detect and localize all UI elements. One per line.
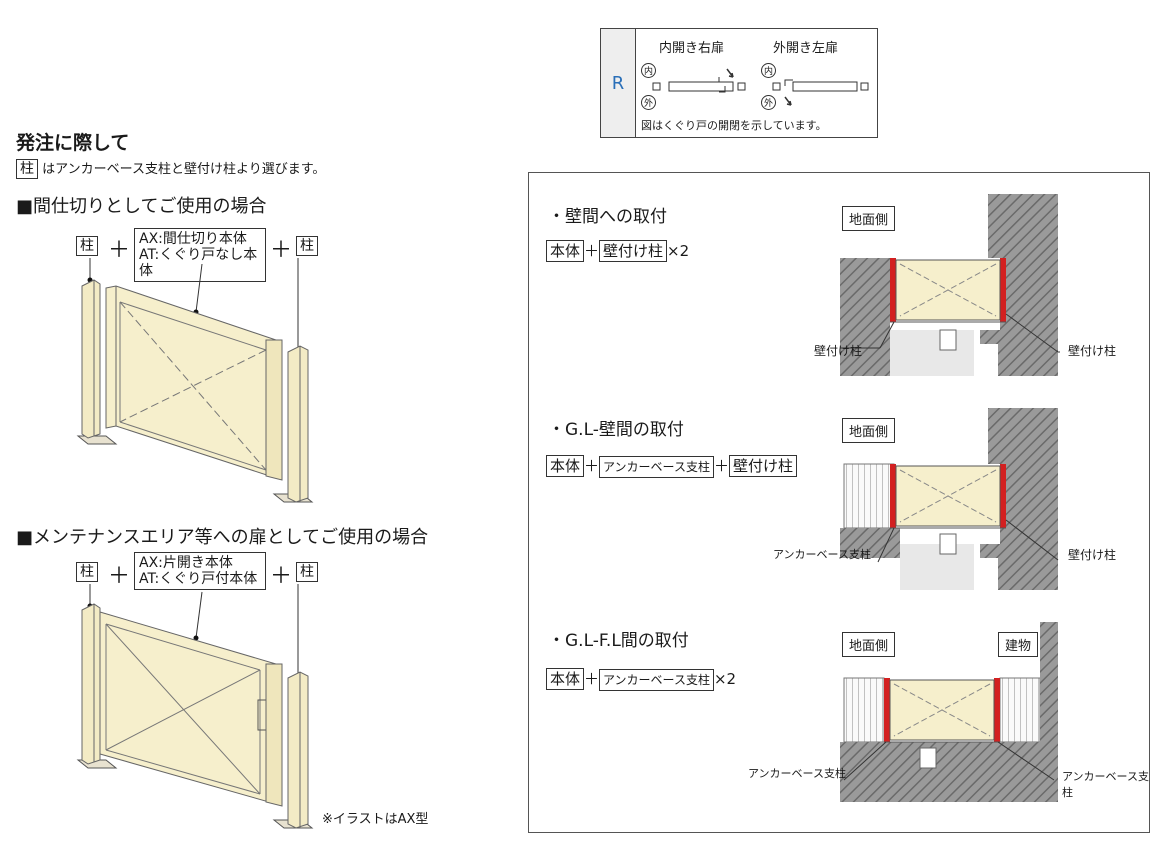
section1-title: ■間仕切りとしてご使用の場合	[16, 196, 267, 217]
wall-formula-plus: ＋	[584, 242, 600, 260]
legend-door-diagram	[652, 68, 869, 106]
gl-wall-plan-diagram	[840, 408, 1059, 590]
section2-body-line1: AX:片開き本体	[139, 555, 233, 571]
gl-fl-callout-right: アンカーベース支柱	[1062, 770, 1150, 799]
section2-door-illustration	[76, 584, 314, 829]
order-desc-text: はアンカーベース支柱と壁付け柱より選びます。	[42, 162, 326, 177]
section2-post-right: 柱	[296, 562, 318, 582]
section1-plus-1: ＋	[108, 238, 131, 263]
section2-body-line2: AT:くぐり戸付本体	[139, 571, 258, 587]
illustration-note: ※イラストはAX型	[322, 812, 429, 827]
gl-wall-formula: 本体＋アンカーベース支柱＋壁付け柱	[546, 455, 797, 478]
gl-wall-ground-side-tag: 地面側	[842, 418, 896, 443]
wall-callout-left: 壁付け柱	[814, 344, 863, 358]
legend-note: 図はくぐり戸の開閉を示しています。	[641, 119, 827, 132]
section1-post-right: 柱	[296, 236, 318, 256]
section1-body-label: AX:間仕切り本体 AT:くぐり戸なし本体	[134, 228, 266, 282]
legend-inside-mark-1: 内	[641, 63, 656, 78]
legend-inside-mark-2: 内	[761, 63, 776, 78]
opening-legend: R 内開き右扉 外開き左扉 内 外 内 外 図はくぐり戸の開閉を示しています。	[600, 28, 878, 138]
gl-fl-plan-diagram	[840, 622, 1058, 802]
section1-post-left: 柱	[76, 236, 98, 256]
gl-wall-formula-anchor-post: アンカーベース支柱	[599, 456, 714, 478]
gl-wall-callout-right: 壁付け柱	[1068, 548, 1117, 562]
post-tag: 柱	[16, 159, 38, 179]
section1-body-line2: AT:くぐり戸なし本体	[139, 247, 258, 279]
gl-wall-formula-plus-1: ＋	[584, 457, 600, 475]
gl-wall-formula-wall-post: 壁付け柱	[728, 455, 797, 477]
gl-fl-formula-body: 本体	[546, 668, 585, 690]
section2-body-label: AX:片開き本体 AT:くぐり戸付本体	[134, 552, 266, 590]
wall-formula-wall-post: 壁付け柱	[599, 240, 668, 262]
section2-plus-2: ＋	[270, 564, 293, 589]
gl-fl-callout-left: アンカーベース支柱	[748, 767, 847, 780]
legend-side-label: R	[601, 29, 636, 137]
gl-fl-building-tag: 建物	[998, 632, 1039, 657]
gl-fl-title: ・G.L-F.L間の取付	[548, 631, 689, 651]
gl-fl-formula-anchor-post: アンカーベース支柱	[599, 669, 714, 691]
section1-partition-illustration	[76, 258, 314, 503]
gl-wall-callout-left: アンカーベース支柱	[773, 548, 872, 561]
legend-outside-mark-1: 外	[641, 95, 656, 110]
wall-callout-right: 壁付け柱	[1068, 344, 1117, 358]
section1-plus-2: ＋	[270, 238, 293, 263]
gl-fl-formula-plus: ＋	[584, 670, 600, 688]
wall-install-title: ・壁間への取付	[548, 207, 667, 227]
gl-wall-formula-body: 本体	[546, 455, 585, 477]
gl-wall-title: ・G.L-壁間の取付	[548, 420, 684, 440]
installation-panel	[528, 172, 1150, 833]
gl-fl-formula: 本体＋アンカーベース支柱×2	[546, 668, 736, 691]
section1-body-line1: AX:間仕切り本体	[139, 231, 247, 247]
wall-formula-body: 本体	[546, 240, 585, 262]
legend-outer-left-label: 外開き左扉	[773, 41, 839, 56]
order-heading: 発注に際して	[16, 132, 130, 154]
gl-fl-formula-times: ×2	[713, 670, 737, 688]
legend-outside-mark-2: 外	[761, 95, 776, 110]
wall-install-plan-diagram	[840, 194, 1060, 376]
wall-formula-times: ×2	[667, 242, 690, 260]
section2-post-left: 柱	[76, 562, 98, 582]
legend-inner-right-label: 内開き右扉	[659, 41, 725, 56]
section2-plus-1: ＋	[108, 564, 131, 589]
gl-fl-ground-side-tag: 地面側	[842, 632, 896, 657]
gl-wall-formula-plus-2: ＋	[713, 457, 729, 475]
section2-title: ■メンテナンスエリア等への扉としてご使用の場合	[16, 527, 429, 548]
wall-ground-side-tag: 地面側	[842, 206, 896, 231]
order-description: 柱 はアンカーベース支柱と壁付け柱より選びます。	[16, 158, 325, 179]
wall-install-formula: 本体＋壁付け柱×2	[546, 240, 689, 262]
